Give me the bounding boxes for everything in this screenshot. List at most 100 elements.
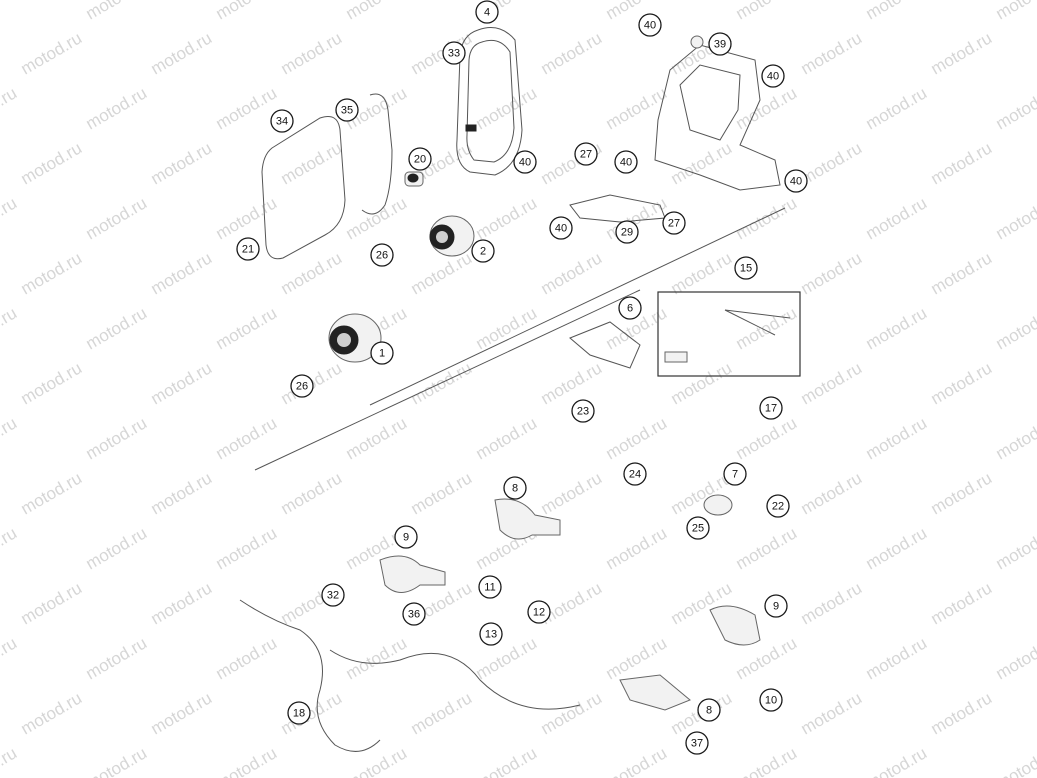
- section-divider-upper: [369, 207, 786, 406]
- watermark-text: motod.ru: [928, 578, 996, 628]
- callout-circle: [708, 32, 732, 56]
- callout-label: 9: [773, 601, 779, 613]
- lamp-unit-2: [429, 215, 475, 257]
- callout-8: 8: [697, 698, 721, 722]
- callout-label: 9: [403, 532, 409, 544]
- callout-17: 17: [759, 396, 783, 420]
- watermark-text: motod.ru: [863, 83, 931, 133]
- callout-18: 18: [287, 701, 311, 725]
- callout-40: 40: [549, 216, 573, 240]
- callout-27: 27: [662, 211, 686, 235]
- watermark-text: motod.ru: [18, 468, 86, 518]
- watermark-text: motod.ru: [408, 468, 476, 518]
- watermark-text: motod.ru: [538, 688, 606, 738]
- callout-8: 8: [503, 476, 527, 500]
- callout-6: 6: [618, 296, 642, 320]
- watermark-text: motod.ru: [18, 138, 86, 188]
- callout-34: 34: [270, 109, 294, 133]
- callout-label: 10: [765, 695, 777, 707]
- callout-circle: [475, 0, 499, 24]
- watermark-text: motod.ru: [408, 248, 476, 298]
- callout-21: 21: [236, 237, 260, 261]
- callout-circle: [513, 150, 537, 174]
- watermark-text: motod.ru: [0, 0, 20, 23]
- watermark-text: motod.ru: [18, 248, 86, 298]
- callout-circle: [638, 13, 662, 37]
- cable-tie-pack-15: [657, 291, 801, 377]
- callout-circle: [402, 602, 426, 626]
- callout-12: 12: [527, 600, 551, 624]
- watermark-text: motod.ru: [733, 83, 801, 133]
- watermark-text: motod.ru: [343, 0, 411, 23]
- wire-harness-35: [361, 93, 393, 215]
- watermark-text: motod.ru: [993, 193, 1037, 243]
- callout-label: 40: [620, 157, 632, 169]
- watermark-text: motod.ru: [993, 303, 1037, 353]
- watermark-text: motod.ru: [83, 303, 151, 353]
- callout-label: 27: [668, 218, 680, 230]
- callout-label: 39: [714, 39, 726, 51]
- bulb-20: [404, 171, 424, 187]
- callout-circle: [394, 525, 418, 549]
- watermark-text: motod.ru: [928, 248, 996, 298]
- watermark-text: motod.ru: [798, 28, 866, 78]
- watermark-text: motod.ru: [993, 413, 1037, 463]
- callout-label: 26: [296, 381, 308, 393]
- callout-label: 11: [484, 582, 495, 594]
- indicator-8-lower: [619, 674, 691, 711]
- watermark-text: motod.ru: [213, 743, 281, 778]
- watermark-text: motod.ru: [538, 578, 606, 628]
- callout-circle: [764, 594, 788, 618]
- callout-label: 34: [276, 116, 288, 128]
- watermark-text: motod.ru: [343, 743, 411, 778]
- callout-circle: [287, 701, 311, 725]
- watermark-text: motod.ru: [278, 468, 346, 518]
- lamp-unit-1: [328, 313, 382, 363]
- watermark-text: motod.ru: [278, 28, 346, 78]
- watermark-text: motod.ru: [343, 193, 411, 243]
- callout-label: 4: [484, 7, 490, 19]
- watermark-text: motod.ru: [473, 413, 541, 463]
- callout-40: 40: [761, 64, 785, 88]
- watermark-text: motod.ru: [213, 193, 281, 243]
- watermark-text: motod.ru: [83, 413, 151, 463]
- callout-11: 11: [478, 575, 502, 599]
- reflector-7: [703, 494, 733, 516]
- watermark-text: motod.ru: [148, 358, 216, 408]
- watermark-text: motod.ru: [538, 28, 606, 78]
- callout-10: 10: [759, 688, 783, 712]
- callout-22: 22: [766, 494, 790, 518]
- callout-35: 35: [335, 98, 359, 122]
- watermark-text: motod.ru: [928, 138, 996, 188]
- callout-label: 15: [740, 263, 752, 275]
- callout-circle: [571, 399, 595, 423]
- wiring-harness-18: [239, 599, 381, 752]
- watermark-text: motod.ru: [148, 138, 216, 188]
- watermark-text: motod.ru: [863, 743, 931, 778]
- callout-circle: [442, 41, 466, 65]
- callout-label: 37: [691, 738, 703, 750]
- watermark-text: motod.ru: [993, 523, 1037, 573]
- watermark-text: motod.ru: [928, 688, 996, 738]
- watermark-text: motod.ru: [733, 743, 801, 778]
- callout-circle: [723, 462, 747, 486]
- callout-circle: [759, 688, 783, 712]
- watermark-text: motod.ru: [148, 248, 216, 298]
- callout-circle: [479, 622, 503, 646]
- callout-40: 40: [638, 13, 662, 37]
- watermark-text: motod.ru: [798, 578, 866, 628]
- section-divider-lower: [254, 289, 641, 471]
- callout-label: 27: [580, 149, 592, 161]
- watermark-text: motod.ru: [18, 688, 86, 738]
- callout-label: 2: [480, 246, 486, 258]
- callout-37: 37: [685, 731, 709, 755]
- watermark-text: motod.ru: [993, 633, 1037, 683]
- callout-label: 12: [533, 607, 545, 619]
- callout-15: 15: [734, 256, 758, 280]
- watermark-text: motod.ru: [83, 633, 151, 683]
- callout-26: 26: [370, 243, 394, 267]
- callout-circle: [618, 296, 642, 320]
- callout-40: 40: [614, 150, 638, 174]
- callout-label: 8: [512, 483, 518, 495]
